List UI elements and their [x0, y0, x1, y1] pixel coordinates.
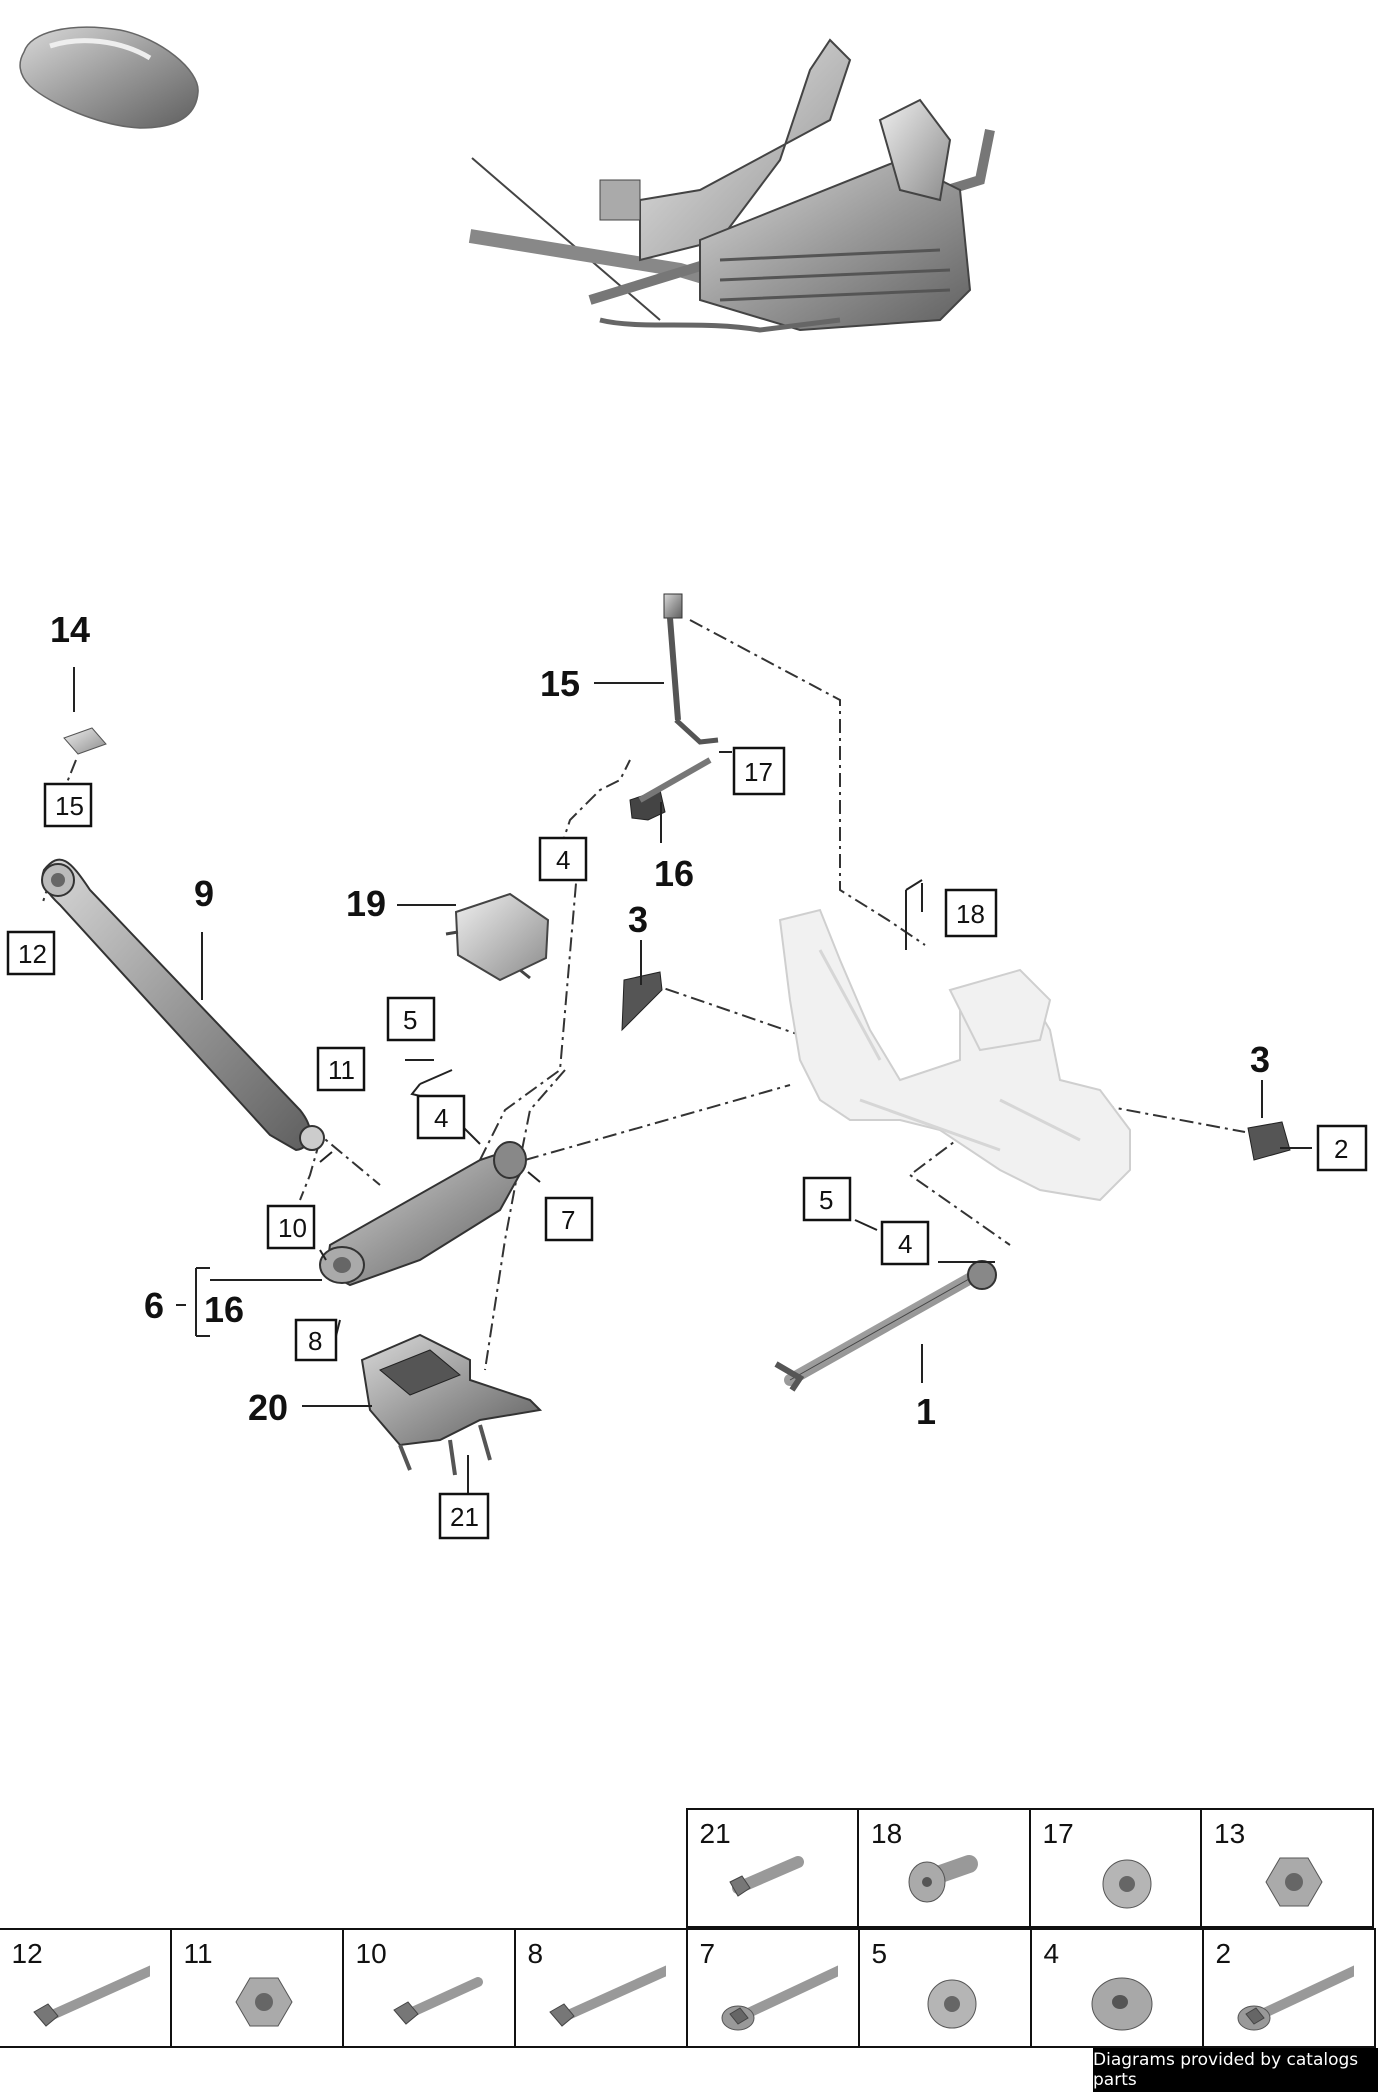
svg-text:17: 17 [744, 757, 773, 787]
callout-9: 9 [194, 873, 214, 914]
callout-14: 14 [50, 609, 90, 650]
fastener-cell-2: 2 [1201, 1928, 1376, 2048]
fastener-number: 11 [183, 1938, 213, 1969]
part-16-sensor-bracket [629, 757, 712, 821]
svg-text:5: 5 [819, 1185, 833, 1215]
callout-6: 6 [144, 1285, 164, 1326]
subframe-ghost [778, 908, 1131, 1202]
callout-15: 15 [540, 663, 580, 704]
box-callout-4-top: 4 [538, 836, 588, 882]
box-callout-2: 2 [1316, 1124, 1368, 1172]
bolt-short-icon [728, 1856, 804, 1897]
fastener-cell-17: 17 [1028, 1808, 1203, 1928]
svg-text:11: 11 [328, 1055, 355, 1085]
fastener-cell-8: 8 [513, 1928, 688, 2048]
box-callout-5-right: 5 [802, 1176, 852, 1222]
fastener-cell-18: 18 [857, 1808, 1031, 1928]
fastener-cell-21: 21 [685, 1808, 860, 1928]
torx-bolt-icon [908, 1855, 978, 1903]
svg-text:8: 8 [308, 1326, 322, 1356]
fastener-cell-5: 5 [857, 1928, 1032, 2048]
long-bolt-icon [548, 1965, 666, 2027]
svg-text:21: 21 [450, 1502, 479, 1532]
fastener-number: 13 [1214, 1818, 1246, 1849]
box-callout-7: 7 [544, 1196, 594, 1242]
box-callout-21: 21 [438, 1492, 490, 1540]
fastener-cell-11: 11 [169, 1928, 344, 2048]
diagram-credit: Diagrams provided by catalogs parts [1093, 2048, 1378, 2092]
box-callout-5-left: 5 [386, 996, 436, 1042]
medium-bolt-icon [392, 1977, 483, 2025]
hex-nut-icon [1265, 1857, 1323, 1907]
callout-1: 1 [916, 1391, 936, 1432]
long-bolt-washer-icon [721, 1965, 838, 2031]
part-14-plate [63, 727, 107, 755]
boxed-callouts: 15 12 4 17 18 5 11 4 10 7 8 [6, 746, 1368, 1540]
fastener-number: 2 [1215, 1938, 1232, 1969]
box-callout-12: 12 [6, 930, 56, 976]
callout-20: 20 [248, 1387, 288, 1428]
long-bolt-washer-icon [1237, 1965, 1354, 2031]
fastener-number: 21 [699, 1818, 731, 1849]
part-9-control-arm [41, 858, 325, 1152]
svg-text:10: 10 [278, 1213, 307, 1243]
part-6-lower-arm [319, 1141, 527, 1287]
callout-3-right: 3 [1250, 1039, 1270, 1080]
fastener-row-top: 21 18 17 13 [685, 1808, 1374, 1928]
svg-text:4: 4 [898, 1229, 912, 1259]
callout-3-left: 3 [628, 899, 648, 940]
box-callout-10: 10 [266, 1204, 316, 1250]
fastener-number: 5 [871, 1938, 888, 1969]
fastener-table: 21 18 17 13 [0, 1808, 1378, 2048]
box-callout-15: 15 [43, 782, 93, 828]
part-19-control-unit [445, 892, 550, 982]
fastener-number: 12 [11, 1938, 43, 1969]
svg-text:2: 2 [1334, 1134, 1348, 1164]
flange-nut-icon [927, 1979, 976, 2029]
svg-text:15: 15 [55, 791, 84, 821]
exploded-parts-diagram: 14 9 19 15 16 3 3 6 16 20 1 15 12 4 17 1… [6, 26, 1368, 1540]
leader-lines [73, 667, 1312, 1493]
fastener-row-bottom: 12 11 10 8 [0, 1928, 1376, 2048]
box-callout-4-right: 4 [880, 1220, 930, 1266]
overview-subframe-assembly [468, 38, 995, 333]
box-callout-18: 18 [944, 888, 998, 938]
box-callout-17: 17 [732, 746, 786, 796]
fastener-cell-13: 13 [1200, 1808, 1374, 1928]
svg-text:7: 7 [561, 1205, 575, 1235]
fastener-cell-12: 12 [0, 1928, 172, 2048]
svg-text:5: 5 [403, 1005, 417, 1035]
part-3-bracket-right [1247, 1121, 1291, 1161]
fastener-number: 10 [355, 1938, 387, 1969]
washer-icon [1091, 1977, 1152, 2031]
part-20-cover [360, 1333, 543, 1476]
bold-callouts: 14 9 19 15 16 3 3 6 16 20 1 [50, 609, 1270, 1432]
callout-16: 16 [654, 853, 694, 894]
box-callout-4-mid: 4 [416, 1094, 466, 1140]
callout-19: 19 [346, 883, 386, 924]
box-callout-8: 8 [294, 1318, 338, 1362]
svg-text:4: 4 [434, 1103, 448, 1133]
callout-16-lower: 16 [204, 1289, 244, 1330]
hex-nut-icon [234, 1977, 293, 2027]
fastener-number: 7 [699, 1938, 716, 1969]
box-callout-11: 11 [316, 1046, 366, 1092]
part-3-bracket-left [621, 971, 663, 1032]
fastener-cell-4: 4 [1029, 1928, 1204, 2048]
fastener-number: 18 [871, 1818, 903, 1849]
long-bolt-icon [32, 1965, 150, 2027]
part-15-sensor-link [663, 593, 719, 745]
svg-text:12: 12 [18, 939, 47, 969]
svg-text:18: 18 [956, 899, 985, 929]
svg-text:4: 4 [556, 845, 570, 875]
fastener-number: 4 [1043, 1938, 1060, 1969]
vehicle-thumbnail-icon [19, 26, 199, 129]
part-1-toe-link [774, 1260, 997, 1392]
fastener-number: 8 [527, 1938, 544, 1969]
flange-nut-icon [1102, 1859, 1151, 1909]
fastener-cell-7: 7 [685, 1928, 860, 2048]
fastener-cell-10: 10 [341, 1928, 516, 2048]
fastener-number: 17 [1042, 1818, 1074, 1849]
